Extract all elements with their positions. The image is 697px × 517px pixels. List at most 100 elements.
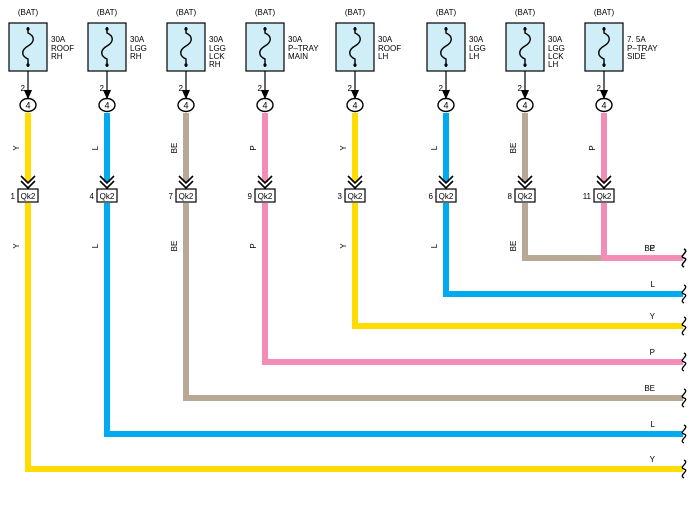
- wire-color-label: BE: [509, 241, 518, 252]
- fuse-terminal-icon: [523, 63, 527, 67]
- connector-pin-label: 4: [522, 101, 527, 111]
- double-chevron-down-icon: [596, 175, 612, 190]
- wire-color-label: L: [430, 243, 439, 248]
- wire-color-label: Y: [339, 243, 348, 249]
- fuse-rating: 30A: [288, 35, 303, 44]
- connector-pin-label: 4: [104, 101, 109, 111]
- arrow-down-icon: [182, 89, 190, 100]
- junction-pin-label: 7: [169, 192, 174, 201]
- fuse-source-label: (BAT): [594, 8, 615, 17]
- fuse-terminal-icon: [26, 27, 30, 31]
- junction-pin-label: 11: [583, 192, 592, 201]
- fuse-source-label: (BAT): [255, 8, 276, 17]
- fuse-name-line: LCK: [548, 52, 564, 61]
- arrow-down-icon: [261, 89, 269, 100]
- connector-terminal-icon: [19, 97, 37, 113]
- junction-pin-label: 6: [429, 192, 434, 201]
- fuse-element-icon: [22, 27, 34, 67]
- fuse-terminal-icon: [353, 27, 357, 31]
- connector-pin-label: 4: [352, 101, 357, 111]
- fuse-name-line: LGG: [130, 44, 147, 53]
- junction-label: Qk2: [518, 192, 533, 201]
- wire-output-label: P: [650, 348, 655, 357]
- fuse-pin-label: 2: [100, 84, 105, 93]
- wire-color-label: BE: [509, 143, 518, 154]
- fuse-terminal-icon: [444, 63, 448, 67]
- fuse-rating: 30A: [469, 35, 484, 44]
- wire-output-label: Y: [650, 312, 656, 321]
- junction-connector-icon: [435, 188, 457, 203]
- fuse-name-line: LH: [548, 60, 558, 69]
- fuse-name-line: RH: [130, 52, 142, 61]
- junction-connector-icon: [593, 188, 615, 203]
- junction-connector-icon: [344, 188, 366, 203]
- fuse-rating: 30A: [51, 35, 66, 44]
- junction-label: Qk2: [258, 192, 273, 201]
- arrow-down-icon: [442, 89, 450, 100]
- junction-pin-label: 1: [11, 192, 16, 201]
- wire-output-label: L: [651, 420, 656, 429]
- junction-label: Qk2: [100, 192, 115, 201]
- arrow-down-icon: [521, 89, 529, 100]
- arrow-down-icon: [351, 89, 359, 100]
- wire-output-label: BE: [644, 384, 655, 393]
- fuse-terminal-icon: [444, 27, 448, 31]
- wire-color-label: Y: [12, 243, 21, 249]
- junction-connector-icon: [17, 188, 39, 203]
- double-chevron-down-icon: [99, 175, 115, 190]
- wire-output-label: BE: [644, 244, 655, 253]
- fuse-terminal-icon: [353, 63, 357, 67]
- fuse-source-label: (BAT): [97, 8, 118, 17]
- fuse-rating: 30A: [130, 35, 145, 44]
- double-chevron-down-icon: [20, 175, 36, 190]
- fuse-terminal-icon: [105, 63, 109, 67]
- wire-color-label: L: [91, 145, 100, 150]
- fuse-name-line: MAIN: [288, 52, 308, 61]
- fuse-name-line: ROOF: [378, 44, 401, 53]
- wire-break-icon: [681, 248, 687, 268]
- wire-color-label: P: [249, 145, 258, 150]
- fuse-terminal-icon: [263, 27, 267, 31]
- fuse-source-label: (BAT): [345, 8, 366, 17]
- wire-run-8: [601, 203, 683, 261]
- connector-terminal-icon: [98, 97, 116, 113]
- fuse-name-line: LH: [469, 52, 479, 61]
- wire-run-6: [443, 203, 683, 297]
- connector-pin-label: 4: [443, 101, 448, 111]
- fuse-pin-label: 2: [21, 84, 26, 93]
- fuse-name-line: SIDE: [627, 52, 646, 61]
- junction-connector-icon: [514, 188, 536, 203]
- fuse-rating: 7. 5A: [627, 35, 646, 44]
- fuse-terminal-icon: [26, 63, 30, 67]
- fuse-source-label: (BAT): [18, 8, 39, 17]
- fuse-terminal-icon: [184, 63, 188, 67]
- arrow-down-icon: [600, 89, 608, 100]
- fuse-pin-label: 2: [597, 84, 602, 93]
- fuse-source-label: (BAT): [436, 8, 457, 17]
- fuse-pin-label: 2: [179, 84, 184, 93]
- double-chevron-down-icon: [438, 175, 454, 190]
- fuse-terminal-icon: [263, 63, 267, 67]
- wire-color-label: L: [430, 145, 439, 150]
- double-chevron-down-icon: [257, 175, 273, 190]
- wire-run-1: [25, 203, 683, 472]
- fuse-terminal-icon: [602, 27, 606, 31]
- junction-pin-label: 9: [248, 192, 253, 201]
- junction-connector-icon: [96, 188, 118, 203]
- wire-color-label: Y: [339, 145, 348, 151]
- connector-pin-label: 4: [601, 101, 606, 111]
- double-chevron-down-icon: [517, 175, 533, 190]
- wire-run-3: [183, 203, 683, 401]
- arrow-down-icon: [24, 89, 32, 100]
- wire-color-label: BE: [170, 143, 179, 154]
- wire-run-4: [262, 203, 683, 365]
- fuse-name-line: LGG: [209, 44, 226, 53]
- connector-pin-label: 4: [183, 101, 188, 111]
- junction-label: Qk2: [21, 192, 36, 201]
- fuse-source-label: (BAT): [515, 8, 536, 17]
- wire-color-label: L: [91, 243, 100, 248]
- fuse-element-icon: [598, 27, 610, 67]
- connector-terminal-icon: [595, 97, 613, 113]
- wire-color-label: P: [249, 243, 258, 248]
